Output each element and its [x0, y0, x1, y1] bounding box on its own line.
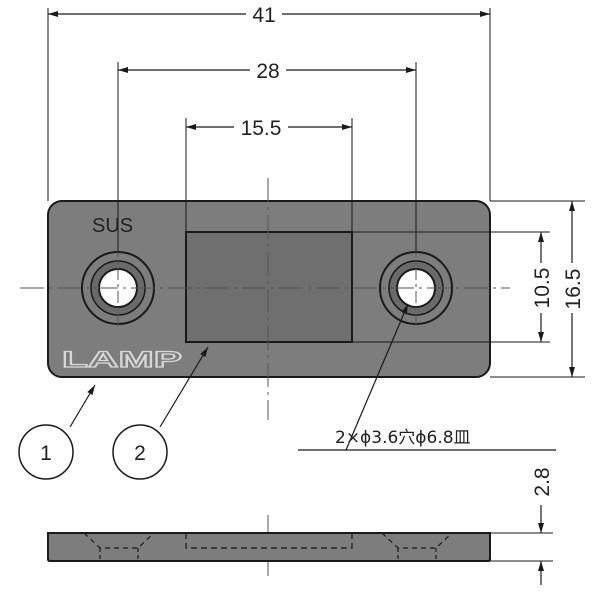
right-mounting-hole [379, 251, 453, 325]
material-label: SUS [92, 215, 133, 237]
callout-circle-2 [112, 424, 168, 480]
hole-spec-note: 2×ϕ3.6穴ϕ6.8皿 [335, 428, 471, 448]
callout-label-2: 2 [134, 442, 146, 465]
dim-overall-height: 16.5 [562, 269, 585, 310]
dim-hole-pitch: 28 [256, 60, 279, 83]
callout-leaders [69, 346, 209, 428]
dim-inner-height: 10.5 [531, 268, 554, 309]
center-lines [20, 178, 510, 580]
extension-lines [47, 8, 585, 562]
callout-label-1: 1 [40, 442, 52, 465]
strike-plate [185, 231, 353, 343]
hole-note-leader [298, 303, 556, 451]
dim-overall-width: 41 [252, 4, 275, 27]
catch-body-side-view [47, 532, 491, 562]
dim-plate-width: 15.5 [241, 117, 282, 140]
dim-thickness: 2.8 [531, 467, 554, 496]
brand-mark: LAMP [62, 347, 182, 372]
callout-circle-1 [18, 424, 74, 480]
